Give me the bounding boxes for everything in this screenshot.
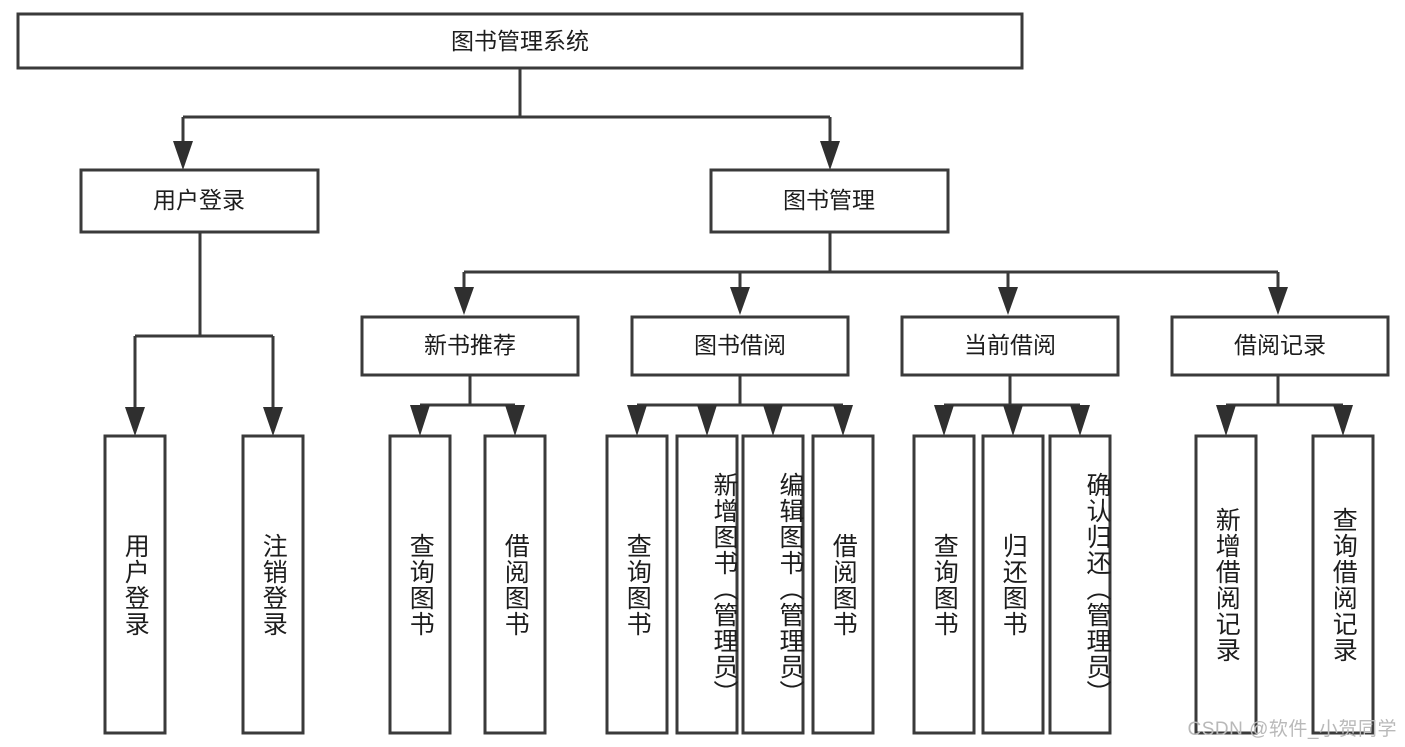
- node-root-box[interactable]: [16, 12, 1024, 70]
- arrowhead-leaf-confirm-return: [1070, 405, 1090, 436]
- arrowhead-leaf-query-book-2: [627, 405, 647, 436]
- leaf-query-book-2-box[interactable]: [605, 434, 669, 735]
- node-book-manage-label: 图书管理: [783, 187, 875, 213]
- node-current-borrow[interactable]: 当前借阅: [900, 315, 1120, 377]
- node-current-borrow-box[interactable]: [900, 315, 1120, 377]
- leaf-return-book-box[interactable]: [981, 434, 1045, 735]
- connector-group-book-manage: [454, 232, 1288, 315]
- leaf-user-login-box[interactable]: [103, 434, 167, 735]
- connector-group-user-login: [125, 232, 283, 436]
- arrowhead-leaf-borrow-book-2: [833, 405, 853, 436]
- arrowhead-leaf-add-record: [1216, 405, 1236, 436]
- node-user-login-box[interactable]: [79, 168, 320, 234]
- arrowhead-book-manage: [820, 141, 840, 170]
- arrowhead-leaf-return-book: [1003, 405, 1023, 436]
- csdn-watermark: CSDN @软件_小贺同学: [1187, 719, 1397, 740]
- arrowhead-leaf-query-book-1: [410, 405, 430, 436]
- leaf-box-group: [103, 434, 1375, 735]
- node-book-borrow-box[interactable]: [630, 315, 850, 377]
- connector-group-borrow-record: [1216, 375, 1353, 436]
- arrowhead-leaf-add-book: [697, 405, 717, 436]
- arrowhead-new-book-recommend: [454, 287, 474, 315]
- arrowhead-leaf-edit-book: [763, 405, 783, 436]
- arrowhead-user-login: [173, 141, 193, 170]
- node-book-borrow[interactable]: 图书借阅: [630, 315, 850, 377]
- leaf-logout-login-box[interactable]: [241, 434, 305, 735]
- arrowhead-current-borrow: [998, 287, 1018, 315]
- node-new-book-recommend-box[interactable]: [360, 315, 580, 377]
- arrowhead-borrow-record: [1268, 287, 1288, 315]
- leaf-borrow-book-2-box[interactable]: [811, 434, 875, 735]
- node-book-manage[interactable]: 图书管理: [709, 168, 950, 234]
- leaf-edit-book-box[interactable]: [741, 434, 805, 735]
- leaf-borrow-book-1-box[interactable]: [483, 434, 547, 735]
- node-new-book-recommend-label: 新书推荐: [424, 332, 516, 358]
- leaf-query-record-box[interactable]: [1311, 434, 1375, 735]
- leaf-query-book-3-box[interactable]: [912, 434, 976, 735]
- arrowhead-leaf-query-record: [1333, 405, 1353, 436]
- arrowhead-leaf-user-login: [125, 407, 145, 436]
- connector-group-book-borrow: [627, 375, 853, 436]
- node-borrow-record-box[interactable]: [1170, 315, 1390, 377]
- arrowhead-leaf-query-book-3: [934, 405, 954, 436]
- connector-group-root: [173, 68, 840, 170]
- leaf-confirm-return-box[interactable]: [1048, 434, 1112, 735]
- node-current-borrow-label: 当前借阅: [964, 332, 1056, 358]
- node-root-label: 图书管理系统: [451, 28, 589, 54]
- arrowhead-book-borrow: [730, 287, 750, 315]
- node-borrow-record[interactable]: 借阅记录: [1170, 315, 1390, 377]
- node-book-manage-box[interactable]: [709, 168, 950, 234]
- arrowhead-leaf-logout-login: [263, 407, 283, 436]
- arrowhead-leaf-borrow-book-1: [505, 405, 525, 436]
- node-root[interactable]: 图书管理系统: [16, 12, 1024, 70]
- node-new-book-recommend[interactable]: 新书推荐: [360, 315, 580, 377]
- node-user-login-label: 用户登录: [153, 187, 245, 213]
- connector-group-new-book-recommend: [410, 375, 525, 436]
- leaf-query-book-1-box[interactable]: [388, 434, 452, 735]
- connector-group-current-borrow: [934, 375, 1090, 436]
- leaf-add-record-box[interactable]: [1194, 434, 1258, 735]
- node-borrow-record-label: 借阅记录: [1234, 332, 1326, 358]
- node-book-borrow-label: 图书借阅: [694, 332, 786, 358]
- node-user-login[interactable]: 用户登录: [79, 168, 320, 234]
- leaf-add-book-box[interactable]: [675, 434, 739, 735]
